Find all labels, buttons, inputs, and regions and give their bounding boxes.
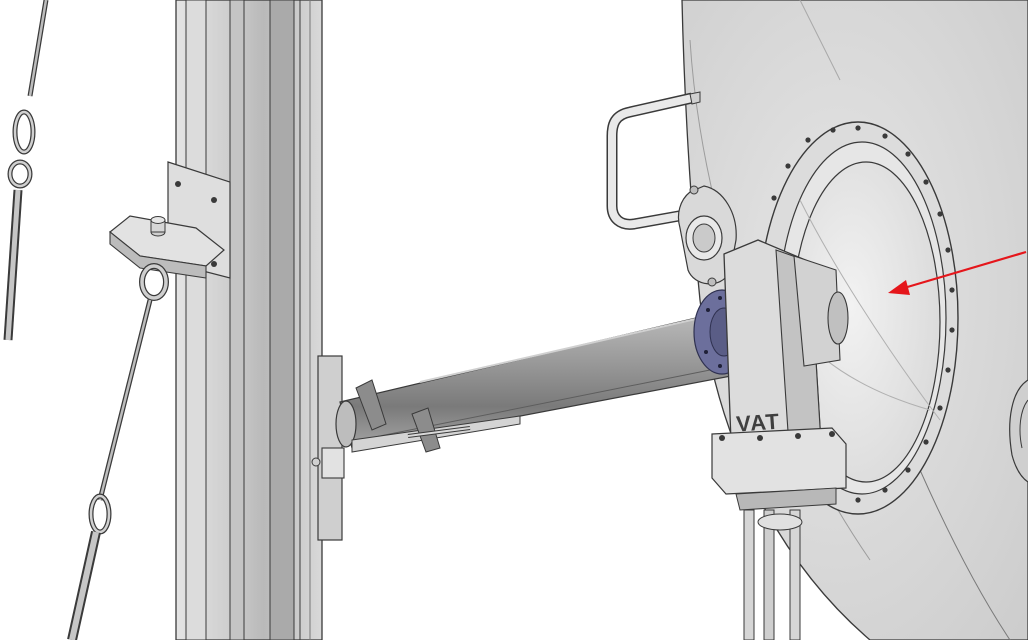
viewport-clamp <box>677 185 737 287</box>
gate-valve: VAT <box>711 239 849 640</box>
carriage-block <box>311 355 345 541</box>
transfer-tube <box>335 309 753 453</box>
vessel-handle <box>606 91 701 230</box>
cable-rig-left <box>3 0 153 640</box>
arrow-icon <box>888 250 1027 295</box>
wall-bracket <box>109 161 231 301</box>
support-column <box>175 0 323 640</box>
